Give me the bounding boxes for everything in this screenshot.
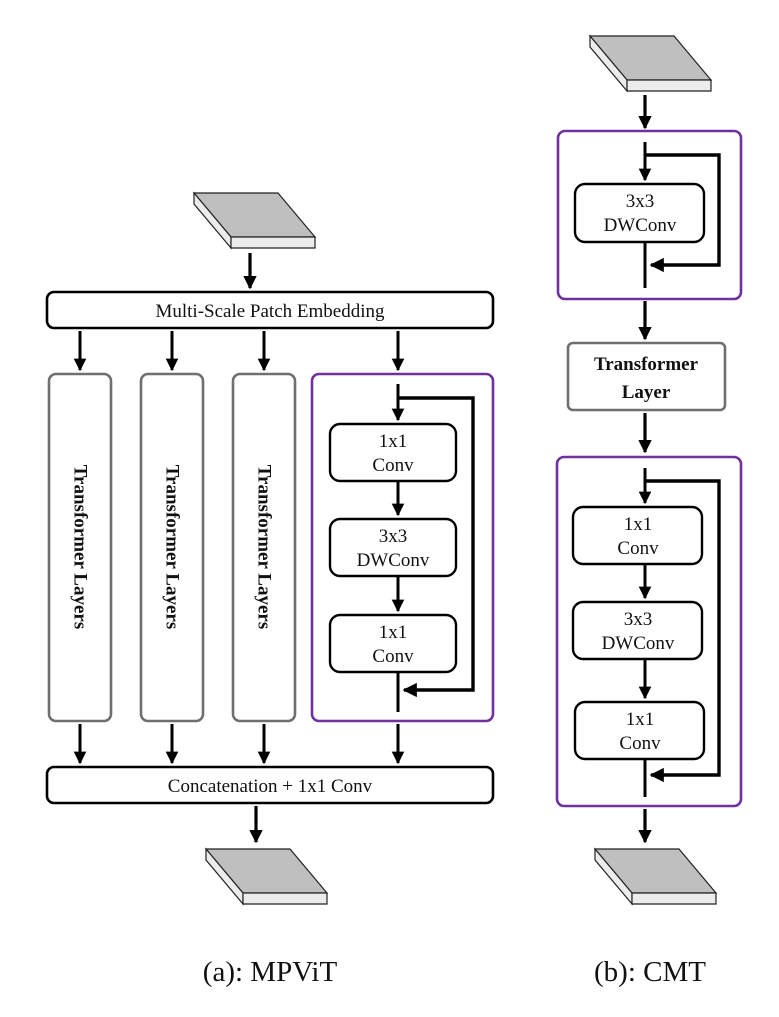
- mpvit-concat-label: Concatenation + 1x1 Conv: [168, 776, 373, 797]
- mpvit-conv-block-1-line2: Conv: [372, 455, 414, 476]
- cmt-bottom-block-3: [573, 700, 706, 761]
- mpvit-input-tensor: [192, 191, 317, 250]
- mpvit-residual-path: [398, 396, 475, 698]
- mpvit-conv-branch: 1x1 Conv 3x3 DWConv 1x1 Conv: [310, 372, 495, 723]
- cmt-top-dwconv-box: [573, 182, 706, 244]
- cmt-top-conv-block: 3x3 DWConv: [556, 129, 743, 301]
- cmt-bottom-block-3-line2: Conv: [619, 733, 661, 754]
- mpvit-conv-block-2-line1: 3x3: [379, 526, 408, 547]
- mpvit-conv-block-1: [328, 422, 458, 483]
- mpvit-panel: Multi-Scale Patch Embedding Transformer …: [45, 191, 495, 988]
- mpvit-transformer-branch-3: Transformer Layers: [231, 372, 297, 723]
- mpvit-conv-block-2: [328, 517, 458, 578]
- mpvit-conv-block-1-line1: 1x1: [379, 431, 408, 452]
- mpvit-conv-block-3: [328, 613, 458, 674]
- cmt-top-dwconv-line2: DWConv: [604, 215, 677, 236]
- cmt-transformer-line2: Layer: [622, 382, 671, 403]
- cmt-output-tensor: [593, 847, 718, 906]
- mpvit-transformer-branch-1: Transformer Layers: [47, 372, 113, 723]
- cmt-top-dwconv-line1: 3x3: [626, 191, 655, 212]
- mpvit-embedding-label: Multi-Scale Patch Embedding: [155, 301, 385, 322]
- cmt-bottom-block-1-line2: Conv: [617, 538, 659, 559]
- mpvit-concat-box: [45, 765, 495, 805]
- mpvit-output-tensor: [204, 847, 329, 906]
- cmt-bottom-residual-path: [645, 479, 721, 783]
- mpvit-caption: (a): MPViT: [203, 956, 338, 988]
- cmt-bottom-block-1-line1: 1x1: [624, 514, 653, 535]
- cmt-transformer-box: [566, 341, 727, 412]
- mpvit-branch-3-label: Transformer Layers: [254, 465, 275, 629]
- cmt-panel: 3x3 DWConv Transformer Layer 1x1 Conv 3x…: [555, 34, 743, 988]
- mpvit-conv-block-3-line2: Conv: [372, 646, 414, 667]
- mpvit-embedding-box: [45, 290, 495, 330]
- mpvit-transformer-branch-2: Transformer Layers: [139, 372, 205, 723]
- mpvit-conv-block-3-line1: 1x1: [379, 622, 408, 643]
- cmt-bottom-block-1: [571, 505, 704, 566]
- mpvit-conv-block-2-line2: DWConv: [357, 550, 430, 571]
- cmt-bottom-conv-block: 1x1 Conv 3x3 DWConv 1x1 Conv: [555, 455, 743, 808]
- cmt-bottom-block-2-line1: 3x3: [624, 609, 653, 630]
- cmt-bottom-block-3-line1: 1x1: [626, 709, 655, 730]
- cmt-transformer-line1: Transformer: [594, 354, 699, 375]
- cmt-bottom-block-2-line2: DWConv: [602, 633, 675, 654]
- cmt-caption: (b): CMT: [594, 956, 706, 988]
- mpvit-branch-2-label: Transformer Layers: [162, 465, 183, 629]
- cmt-input-tensor: [588, 34, 713, 93]
- cmt-bottom-block-2: [571, 600, 704, 661]
- cmt-top-residual-path: [645, 153, 721, 273]
- mpvit-branch-1-label: Transformer Layers: [70, 465, 91, 629]
